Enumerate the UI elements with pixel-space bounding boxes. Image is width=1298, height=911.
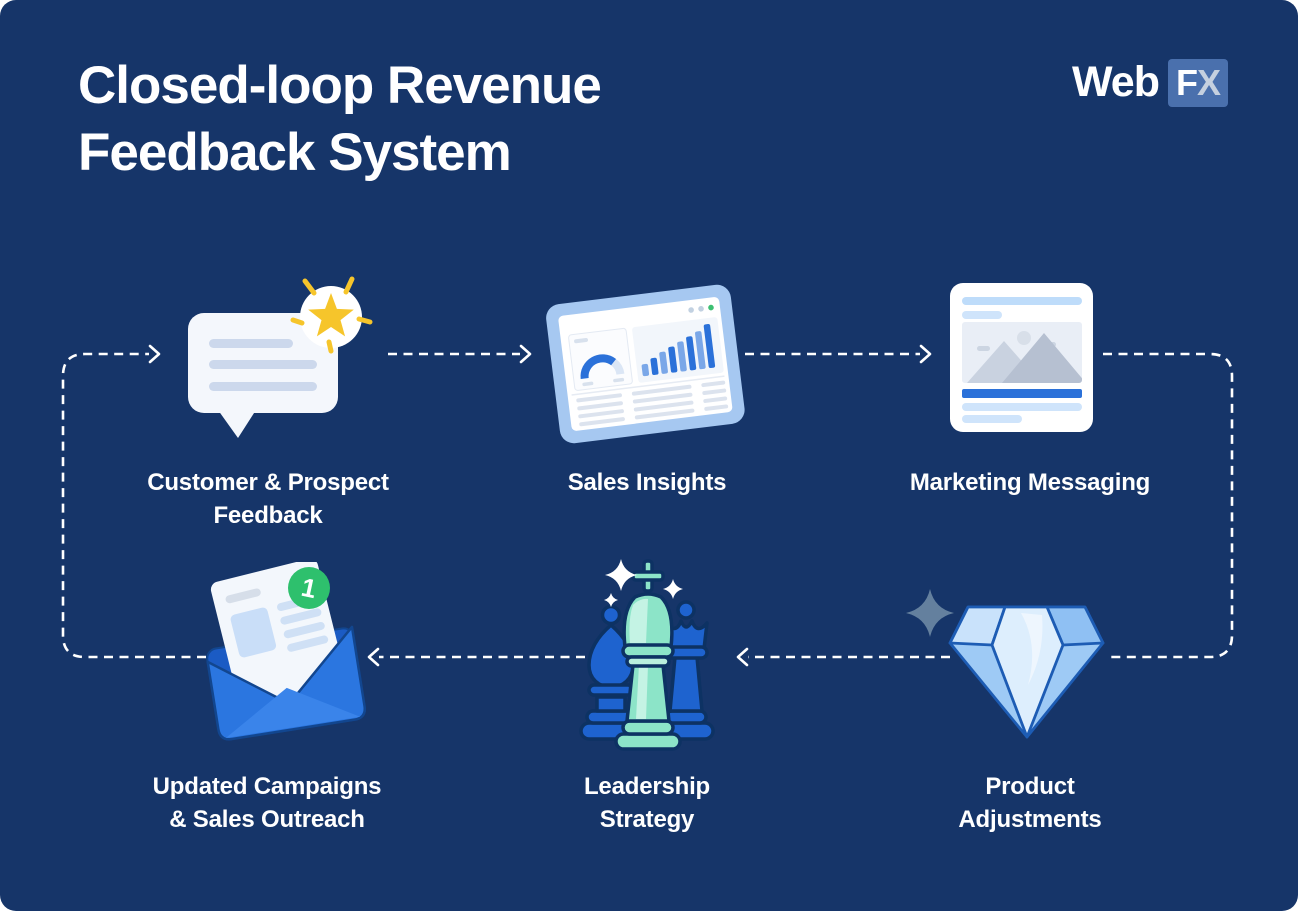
chat-bubble [188, 313, 338, 438]
marketing-document-icon [950, 283, 1093, 432]
label-customer-prospect-feedback: Customer & Prospect Feedback [147, 469, 389, 529]
notification-badge: 1 [288, 567, 330, 609]
logo-web-text: Web [1072, 58, 1160, 106]
king-piece [614, 559, 682, 751]
image-placeholder [962, 322, 1082, 383]
sparkles [604, 559, 683, 607]
data-table [571, 375, 729, 427]
logo-x: X [1196, 61, 1221, 103]
label-marketing-messaging: Marketing Messaging [909, 469, 1151, 496]
gauge-panel [568, 327, 633, 391]
open-envelope-icon: 1 [206, 562, 367, 741]
label-leadership-strategy: Leadership Strategy [583, 773, 711, 833]
chess-pieces-icon [579, 559, 715, 751]
sales-dashboard-icon [546, 284, 745, 444]
label-updated-campaigns: Updated Campaigns & Sales Outreach [152, 773, 382, 833]
star-badge [290, 276, 373, 354]
arrowhead-right-1 [148, 344, 161, 364]
label-product-adjustments: Product Adjustments [958, 773, 1102, 833]
arrowhead-right-3 [919, 344, 932, 364]
loop-segment-left [61, 352, 206, 659]
chat-bubble-star-icon [188, 276, 373, 438]
bar-chart-panel [632, 317, 724, 383]
arrowhead-left-2 [367, 647, 380, 667]
page-title: Closed-loop Revenue Feedback System [78, 56, 602, 182]
arrowhead-left-1 [736, 647, 749, 667]
logo-f: F [1175, 61, 1198, 103]
arrowhead-right-2 [519, 344, 532, 364]
gem [948, 605, 1105, 739]
label-sales-insights: Sales Insights [567, 469, 727, 496]
svg-text:1: 1 [299, 572, 319, 604]
loop-segment-right [1103, 352, 1234, 659]
sparkle [906, 589, 954, 637]
diamond-icon [906, 589, 1105, 739]
